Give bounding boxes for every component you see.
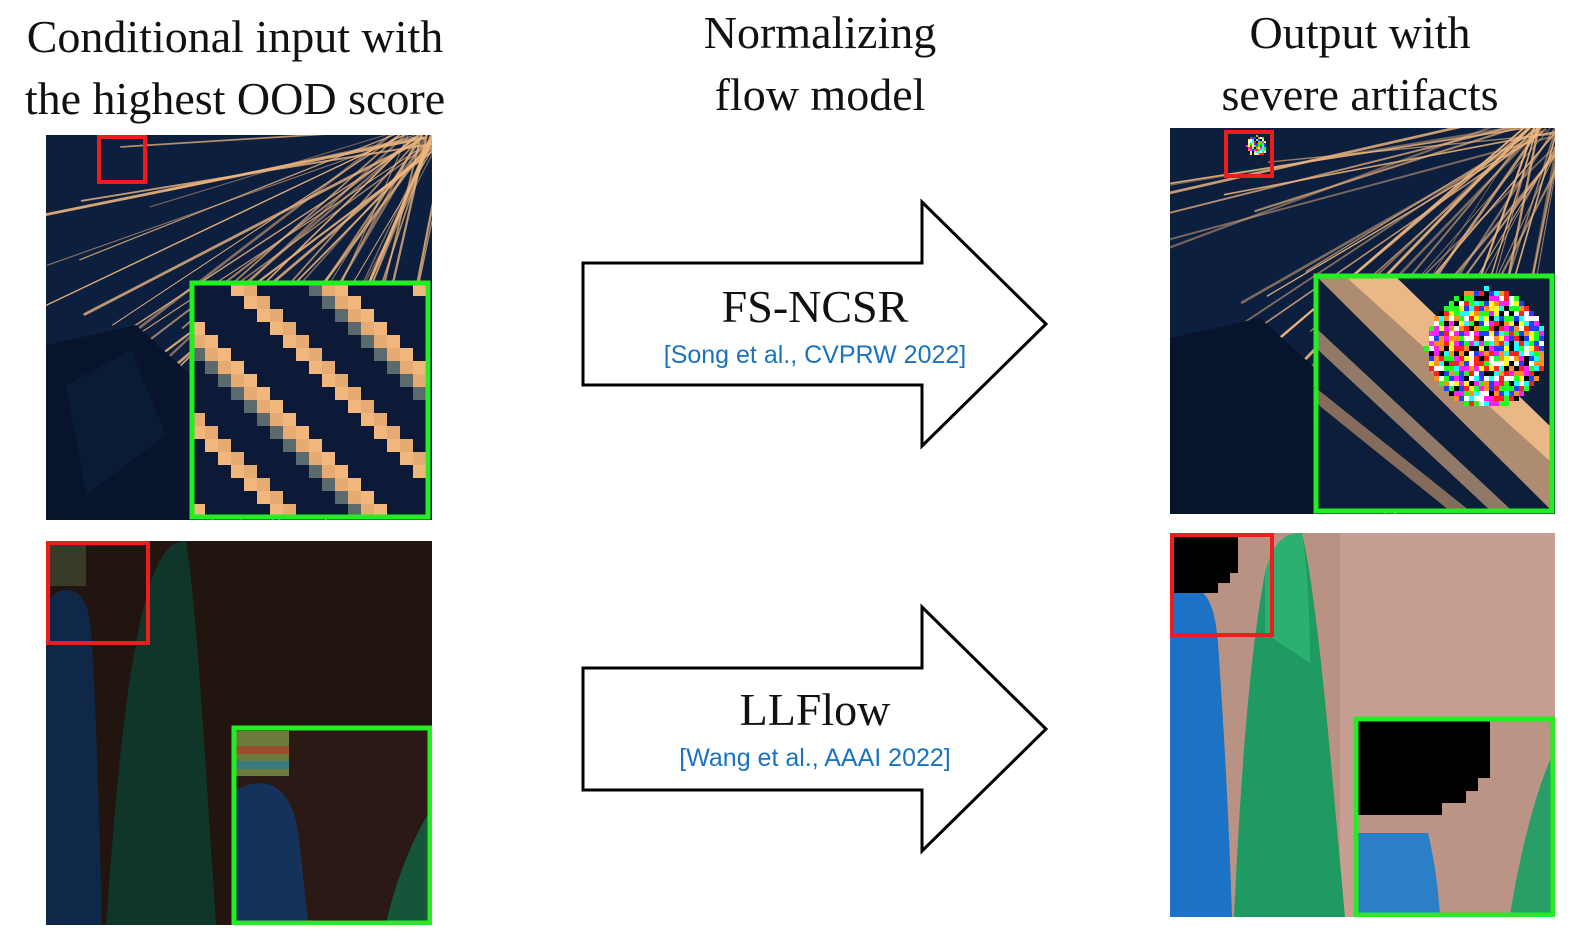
output-image-yarn: [1170, 533, 1555, 917]
output-zoom-inset-2: [1353, 716, 1555, 917]
input-image-streaks: [46, 135, 432, 520]
output-crop-box-2: [1170, 533, 1274, 637]
input-heading-line-1: Conditional input with: [26, 11, 444, 62]
model-heading-line-2: flow model: [714, 69, 926, 120]
output-heading-line-1: Output with: [1249, 7, 1471, 58]
fs-ncsr-arrow: FS-NCSR [Song et al., CVPRW 2022]: [580, 198, 1050, 450]
llflow-citation: [Wang et al., AAAI 2022]: [679, 744, 951, 772]
output-image-streaks: [1170, 128, 1555, 514]
input-crop-box: [97, 135, 147, 184]
input-zoom-inset: [189, 280, 431, 520]
model-column-heading: Normalizing flow model: [610, 2, 1030, 126]
output-column-heading: Output with severe artifacts: [1160, 2, 1560, 126]
output-crop-box: [1224, 130, 1274, 178]
input-heading-line-2: the highest OOD score: [24, 73, 446, 124]
llflow-label: LLFlow: [739, 684, 891, 735]
input-zoom-inset-2: [231, 725, 432, 925]
model-heading-line-1: Normalizing: [703, 7, 937, 58]
input-crop-box-2: [46, 541, 150, 645]
fs-ncsr-citation: [Song et al., CVPRW 2022]: [663, 341, 967, 369]
input-column-heading: Conditional input with the highest OOD s…: [0, 6, 470, 130]
llflow-arrow: LLFlow [Wang et al., AAAI 2022]: [580, 603, 1050, 855]
output-black-artifact: [1170, 533, 1238, 593]
input-image-yarn: [46, 541, 432, 925]
fs-ncsr-label: FS-NCSR: [721, 281, 909, 332]
output-zoom-inset: [1313, 273, 1555, 514]
output-heading-line-2: severe artifacts: [1221, 69, 1499, 120]
